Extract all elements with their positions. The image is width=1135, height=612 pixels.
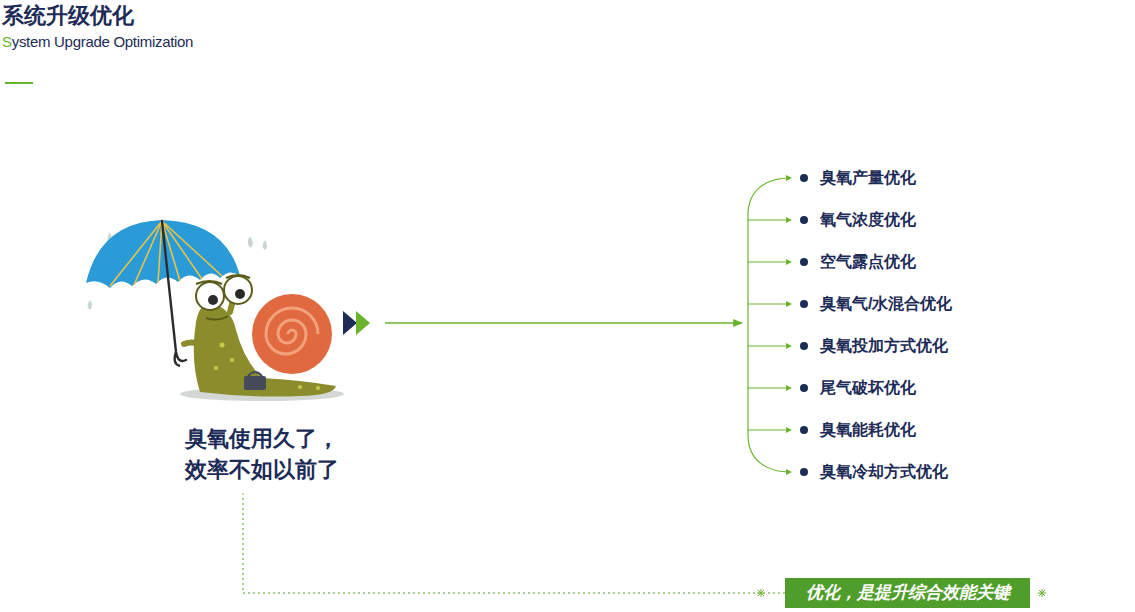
subtitle: System Upgrade Optimization: [2, 33, 193, 50]
list-item: 臭氧投加方式优化: [820, 335, 948, 357]
conclusion-box: 优化，是提升综合效能关键: [785, 578, 1030, 608]
list-item: 臭氧冷却方式优化: [820, 461, 948, 483]
problem-text: 臭氧使用久了， 效率不如以前了: [185, 423, 355, 485]
list-item: 尾气破坏优化: [820, 377, 916, 399]
arrow-connector: [385, 322, 742, 323]
list-item: 臭氧能耗优化: [820, 419, 916, 441]
bracket-arrowheads: [786, 175, 792, 475]
conclusion-text: 优化，是提升综合效能关键: [799, 578, 1016, 608]
heading-rule: [5, 82, 33, 84]
list-item: 氧气浓度优化: [820, 209, 916, 231]
list-item: 臭氧产量优化: [820, 167, 916, 189]
problem-note: 臭氧使用久了， 效率不如以前了: [80, 215, 385, 485]
double-arrow: [356, 311, 370, 335]
page-title: 系统升级优化: [2, 1, 134, 31]
dotted-connector: [243, 498, 785, 593]
list-item: 臭氧气/水混合优化: [820, 293, 952, 315]
double-arrow: [343, 311, 357, 335]
bracket: [748, 178, 790, 472]
optimization-list: 臭氧产量优化氧气浓度优化空气露点优化臭氧气/水混合优化臭氧投加方式优化尾气破坏优…: [742, 160, 990, 490]
snail: [184, 275, 336, 397]
dotted-connector: [243, 493, 785, 593]
list-item: 空气露点优化: [820, 251, 916, 273]
